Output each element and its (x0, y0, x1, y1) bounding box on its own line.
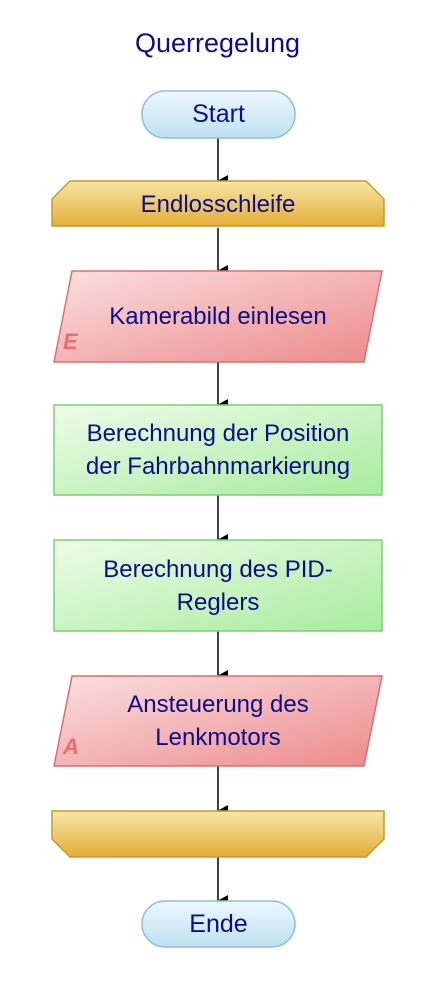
steer-motor-shape (53, 675, 383, 767)
calc-position-shape (53, 404, 383, 496)
start-terminal-shape (141, 90, 296, 139)
loop-end-label (52, 811, 384, 855)
end-terminal-shape (141, 900, 296, 948)
loop-end-shape (51, 810, 385, 858)
calc-pid-shape (53, 539, 383, 632)
output-tag-icon: A (63, 734, 79, 759)
read-camera-shape (53, 270, 383, 363)
read-camera-label: Kamerabild einlesen (109, 303, 327, 330)
loop-start-label: Endlosschleife (140, 191, 296, 218)
diagram-title: Querregelung (134, 28, 301, 58)
start-label: Start (192, 100, 245, 128)
input-tag-icon: E (63, 329, 78, 354)
loop-start-shape (51, 180, 385, 227)
calc-pid-label: Berechnung des PID- Reglers (103, 555, 333, 616)
calc-position-label: Berechnung der Position der Fahrbahnmark… (85, 420, 351, 480)
end-label: Ende (189, 909, 248, 938)
steer-motor-label: Ansteuerung des Lenkmotors (127, 691, 309, 751)
